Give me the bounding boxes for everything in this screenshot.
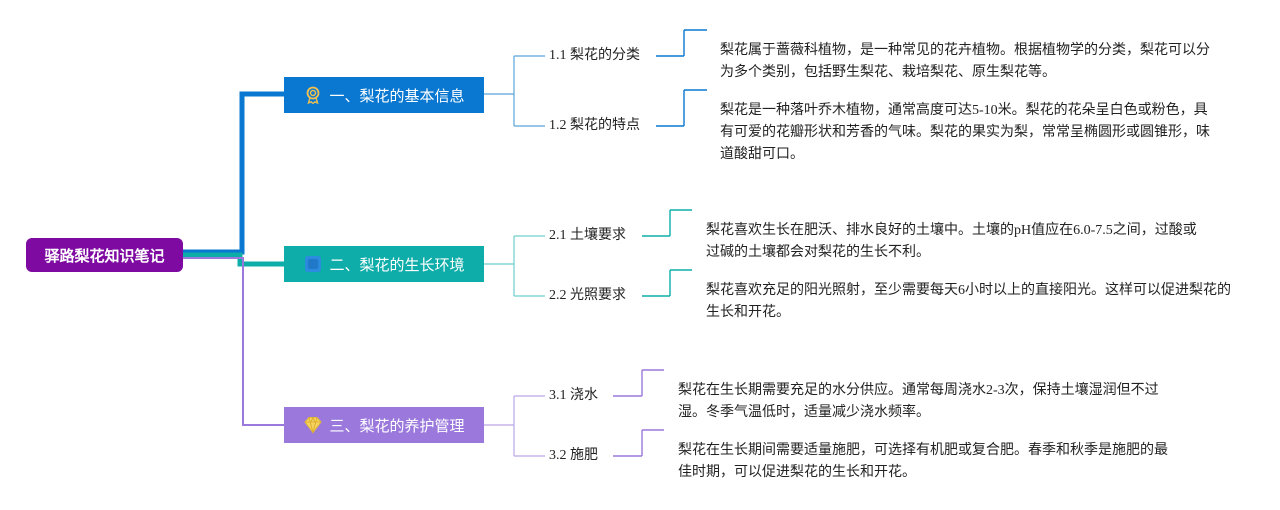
leaf-bracket-2-2 bbox=[642, 269, 692, 297]
leaf-bracket-2-1 bbox=[642, 209, 692, 237]
leaf-bracket-1-2 bbox=[656, 89, 707, 127]
branch-node-basic-info[interactable]: 一、梨花的基本信息 bbox=[284, 77, 484, 113]
root-title: 驿路梨花知识笔记 bbox=[44, 248, 165, 265]
subtopic-2-1[interactable]: 2.1 土壤要求 bbox=[549, 228, 626, 243]
leaf-text-3-1[interactable]: 梨花在生长期需要充足的水分供应。通常每周浇水2-3次，保持土壤湿润但不过湿。冬季… bbox=[678, 383, 1159, 420]
leaf-bracket-1-1 bbox=[656, 29, 707, 57]
branch1-connector bbox=[484, 55, 545, 127]
square-icon bbox=[303, 254, 323, 274]
subtopic-3-1[interactable]: 3.1 浇水 bbox=[549, 388, 598, 403]
trunk-connector-3 bbox=[183, 257, 284, 426]
branch3-connector bbox=[484, 395, 545, 457]
branch-title: 一、梨花的基本信息 bbox=[329, 88, 465, 105]
root-node[interactable]: 驿路梨花知识笔记 bbox=[26, 238, 183, 272]
leaf-bracket-3-2 bbox=[613, 429, 664, 457]
branch-node-environment[interactable]: 二、梨花的生长环境 bbox=[284, 246, 484, 282]
leaf-bracket-3-1 bbox=[613, 369, 664, 397]
branch-title: 三、梨花的养护管理 bbox=[329, 418, 465, 435]
leaf-text-1-2[interactable]: 梨花是一种落叶乔木植物，通常高度可达5-10米。梨花的花朵呈白色或粉色，具有可爱… bbox=[720, 103, 1210, 162]
trunk-connector-2 bbox=[183, 252, 284, 267]
trunk-connector-1 bbox=[183, 91, 284, 255]
branch-title: 二、梨花的生长环境 bbox=[329, 257, 465, 274]
subtopic-1-2[interactable]: 1.2 梨花的特点 bbox=[549, 118, 640, 133]
subtopic-1-1[interactable]: 1.1 梨花的分类 bbox=[549, 48, 640, 63]
subtopic-3-2[interactable]: 3.2 施肥 bbox=[549, 448, 598, 463]
leaf-text-3-2[interactable]: 梨花在生长期间需要适量施肥，可选择有机肥或复合肥。春季和秋季是施肥的最佳时期，可… bbox=[678, 443, 1168, 480]
diamond-icon bbox=[303, 415, 323, 435]
leaf-text-1-1[interactable]: 梨花属于蔷薇科植物，是一种常见的花卉植物。根据植物学的分类，梨花可以分为多个类别… bbox=[720, 43, 1210, 80]
branch2-connector bbox=[484, 235, 545, 297]
leaf-text-2-1[interactable]: 梨花喜欢生长在肥沃、排水良好的土壤中。土壤的pH值应在6.0-7.5之间，过酸或… bbox=[706, 223, 1197, 260]
leaf-text-2-2[interactable]: 梨花喜欢充足的阳光照射，至少需要每天6小时以上的直接阳光。这样可以促进梨花的生长… bbox=[706, 283, 1231, 320]
subtopic-2-2[interactable]: 2.2 光照要求 bbox=[549, 288, 626, 303]
award-ribbon-icon bbox=[303, 85, 323, 105]
branch-node-care[interactable]: 三、梨花的养护管理 bbox=[284, 407, 484, 443]
